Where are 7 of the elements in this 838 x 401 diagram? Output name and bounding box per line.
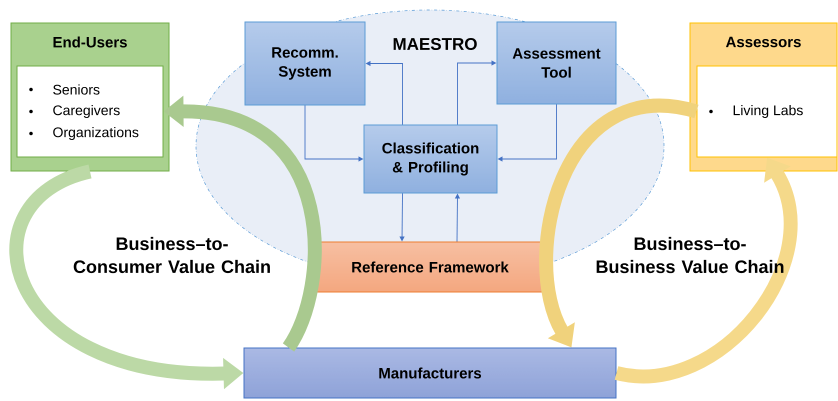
process-box: Reference Framework xyxy=(312,242,548,292)
process-box: Manufacturers xyxy=(244,348,616,398)
process-box: Recomm. System xyxy=(244,22,366,106)
process-box: Assessment Tool xyxy=(496,22,616,104)
list-box: Seniors Caregivers Organizations xyxy=(16,66,164,158)
process-box: Classification & Profiling xyxy=(364,124,498,194)
list-box: Living Labs xyxy=(696,66,838,158)
